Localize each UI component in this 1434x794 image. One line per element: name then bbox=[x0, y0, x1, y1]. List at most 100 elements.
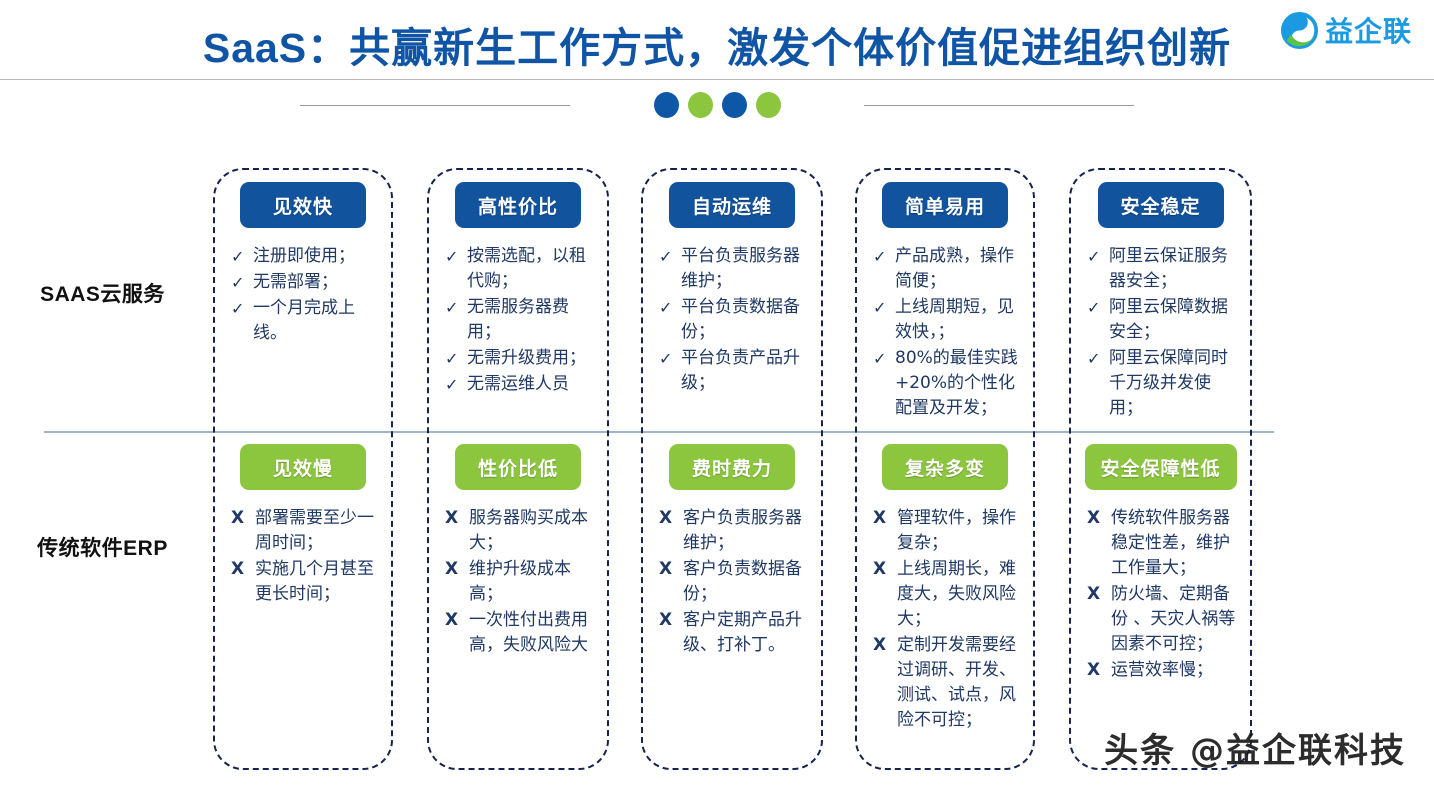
list-item: X 运营效率慢； bbox=[1087, 658, 1242, 683]
pill-erp-2[interactable]: 性价比低 bbox=[455, 444, 581, 490]
check-icon: ✓ bbox=[873, 298, 887, 317]
cross-icon: X bbox=[1087, 660, 1101, 680]
cross-icon: X bbox=[231, 508, 245, 528]
list-item: ✓产品成熟，操作简便； bbox=[873, 244, 1025, 294]
list-item: X 管理软件，操作复杂； bbox=[873, 506, 1025, 556]
cross-icon: X bbox=[659, 508, 673, 528]
bullet-text: 运营效率慢； bbox=[1111, 660, 1213, 680]
pill-erp-4[interactable]: 复杂多变 bbox=[882, 444, 1008, 490]
page-title: SaaS：共赢新生工作方式，激发个体价值促进组织创新 bbox=[202, 25, 1232, 71]
pill-saas-2[interactable]: 高性价比 bbox=[455, 182, 581, 228]
bullet-text: 阿里云保证服务器安全； bbox=[1109, 246, 1228, 291]
bullet-text: 平台负责数据备份； bbox=[681, 297, 800, 342]
cross-icon: X bbox=[231, 559, 245, 579]
bullets-saas-2: ✓按需选配，以租代购； ✓无需服务器费用； ✓无需升级费用； ✓无需运维人员 bbox=[445, 244, 599, 398]
row-divider bbox=[44, 431, 1274, 433]
list-item: X 传统软件服务器稳定性差，维护工作量大； bbox=[1087, 506, 1242, 581]
deco-dots bbox=[0, 92, 1434, 118]
cross-icon: X bbox=[445, 508, 459, 528]
list-item: ✓无需升级费用； bbox=[445, 346, 599, 371]
bullet-text: 客户定期产品升级、打补丁。 bbox=[683, 610, 802, 655]
cross-icon: X bbox=[873, 559, 887, 579]
deco-dot-2 bbox=[687, 92, 713, 118]
list-item: ✓无需服务器费用； bbox=[445, 295, 599, 345]
list-item: X 上线周期长，难度大，失败风险大； bbox=[873, 557, 1025, 632]
bullet-text: 服务器购买成本大； bbox=[469, 508, 588, 553]
bullet-text: 部署需要至少一周时间； bbox=[255, 508, 374, 553]
comparison-column-5[interactable]: 安全稳定 ✓阿里云保证服务器安全； ✓ 阿里云保障数据安全； ✓阿里云保障同时千万… bbox=[1069, 168, 1252, 770]
list-item: X 部署需要至少一周时间； bbox=[231, 506, 383, 556]
list-item: ✓阿里云保证服务器安全； bbox=[1087, 244, 1242, 294]
list-item: X 服务器购买成本大； bbox=[445, 506, 599, 556]
comparison-column-3[interactable]: 自动运维 ✓平台负责服务器维护； ✓ 平台负责数据备份； ✓平台负责产品升级； 费… bbox=[641, 168, 823, 770]
bullets-erp-1: X 部署需要至少一周时间； X 实施几个月甚至更长时间； bbox=[231, 506, 383, 608]
bullet-text: 管理软件，操作复杂； bbox=[897, 508, 1016, 553]
row-label-saas: SAAS云服务 bbox=[40, 283, 165, 306]
bullet-text: 实施几个月甚至更长时间； bbox=[255, 559, 374, 604]
bullet-text: 无需服务器费用； bbox=[467, 297, 569, 342]
bullets-saas-1: ✓注册即使用； ✓无需部署； ✓一个月完成上线。 bbox=[231, 244, 383, 347]
bullet-text: 无需部署； bbox=[253, 272, 338, 292]
bullet-text: 阿里云保障数据安全； bbox=[1109, 297, 1228, 342]
bullet-text: 客户负责数据备份； bbox=[683, 559, 802, 604]
bullet-text: 无需升级费用； bbox=[467, 348, 586, 368]
comparison-column-4[interactable]: 简单易用 ✓产品成熟，操作简便； ✓上线周期短，见效快，； ✓80%的最佳实践+… bbox=[855, 168, 1035, 770]
check-icon: ✓ bbox=[231, 247, 245, 266]
comparison-column-2[interactable]: 高性价比 ✓按需选配，以租代购； ✓无需服务器费用； ✓无需升级费用； ✓无需运… bbox=[427, 168, 609, 770]
bullet-text: 平台负责服务器维护； bbox=[681, 246, 800, 291]
list-item: ✓平台负责产品升级； bbox=[659, 346, 813, 396]
pill-saas-4[interactable]: 简单易用 bbox=[882, 182, 1008, 228]
deco-dot-4 bbox=[755, 92, 781, 118]
bullet-text: 产品成熟，操作简便； bbox=[895, 246, 1014, 291]
list-item: X 客户负责数据备份； bbox=[659, 557, 813, 607]
slide-header: SaaS：共赢新生工作方式，激发个体价值促进组织创新 益企联 bbox=[0, 0, 1434, 110]
bullets-saas-5: ✓阿里云保证服务器安全； ✓ 阿里云保障数据安全； ✓阿里云保障同时千万级并发使用… bbox=[1087, 244, 1242, 422]
cross-icon: X bbox=[445, 559, 459, 579]
row-labels: SAAS云服务 传统软件ERP bbox=[0, 140, 213, 794]
pill-saas-3[interactable]: 自动运维 bbox=[669, 182, 795, 228]
cross-icon: X bbox=[659, 559, 673, 579]
check-icon: ✓ bbox=[1087, 298, 1101, 317]
list-item: ✓平台负责服务器维护； bbox=[659, 244, 813, 294]
bullet-text: 客户负责服务器维护； bbox=[683, 508, 802, 553]
cross-icon: X bbox=[1087, 584, 1101, 604]
cross-icon: X bbox=[873, 508, 887, 528]
pill-saas-1[interactable]: 见效快 bbox=[240, 182, 366, 228]
list-item: ✓无需运维人员 bbox=[445, 372, 599, 397]
list-item: ✓阿里云保障同时千万级并发使用； bbox=[1087, 346, 1242, 421]
header-divider bbox=[0, 79, 1434, 80]
bullet-text: 上线周期长，难度大，失败风险大； bbox=[897, 559, 1016, 629]
bullet-text: 传统软件服务器稳定性差，维护工作量大； bbox=[1111, 508, 1230, 578]
bullet-text: 防火墙、定期备份 、天灾人祸等因素不可控； bbox=[1111, 584, 1236, 654]
bullet-text: 无需运维人员 bbox=[467, 374, 569, 394]
cross-icon: X bbox=[1087, 508, 1101, 528]
bullet-text: 一个月完成上线。 bbox=[253, 298, 355, 343]
pill-erp-1[interactable]: 见效慢 bbox=[240, 444, 366, 490]
list-item: X 实施几个月甚至更长时间； bbox=[231, 557, 383, 607]
bullet-text: 平台负责产品升级； bbox=[681, 348, 800, 393]
deco-line-left bbox=[300, 105, 570, 106]
list-item: X 防火墙、定期备份 、天灾人祸等因素不可控； bbox=[1087, 582, 1242, 657]
list-item: ✓ 无需部署； bbox=[231, 270, 383, 295]
pill-saas-5[interactable]: 安全稳定 bbox=[1097, 182, 1224, 228]
bullet-text: 按需选配，以租代购； bbox=[467, 246, 586, 291]
check-icon: ✓ bbox=[231, 273, 245, 292]
row-label-erp: 传统软件ERP bbox=[37, 537, 168, 560]
deco-dot-3 bbox=[721, 92, 747, 118]
watermark: 头条 @益企联科技 bbox=[1104, 731, 1406, 771]
pill-erp-5[interactable]: 安全保障性低 bbox=[1084, 444, 1237, 490]
cross-icon: X bbox=[873, 635, 887, 655]
deco-line-right bbox=[864, 105, 1134, 106]
check-icon: ✓ bbox=[659, 298, 673, 317]
pill-erp-3[interactable]: 费时费力 bbox=[669, 444, 795, 490]
bullet-text: 80%的最佳实践+20%的个性化配置及开发； bbox=[895, 348, 1018, 418]
check-icon: ✓ bbox=[231, 299, 245, 318]
bullet-text: 阿里云保障同时千万级并发使用； bbox=[1109, 348, 1228, 418]
list-item: ✓ 阿里云保障数据安全； bbox=[1087, 295, 1242, 345]
list-item: ✓ 一个月完成上线。 bbox=[231, 296, 383, 346]
